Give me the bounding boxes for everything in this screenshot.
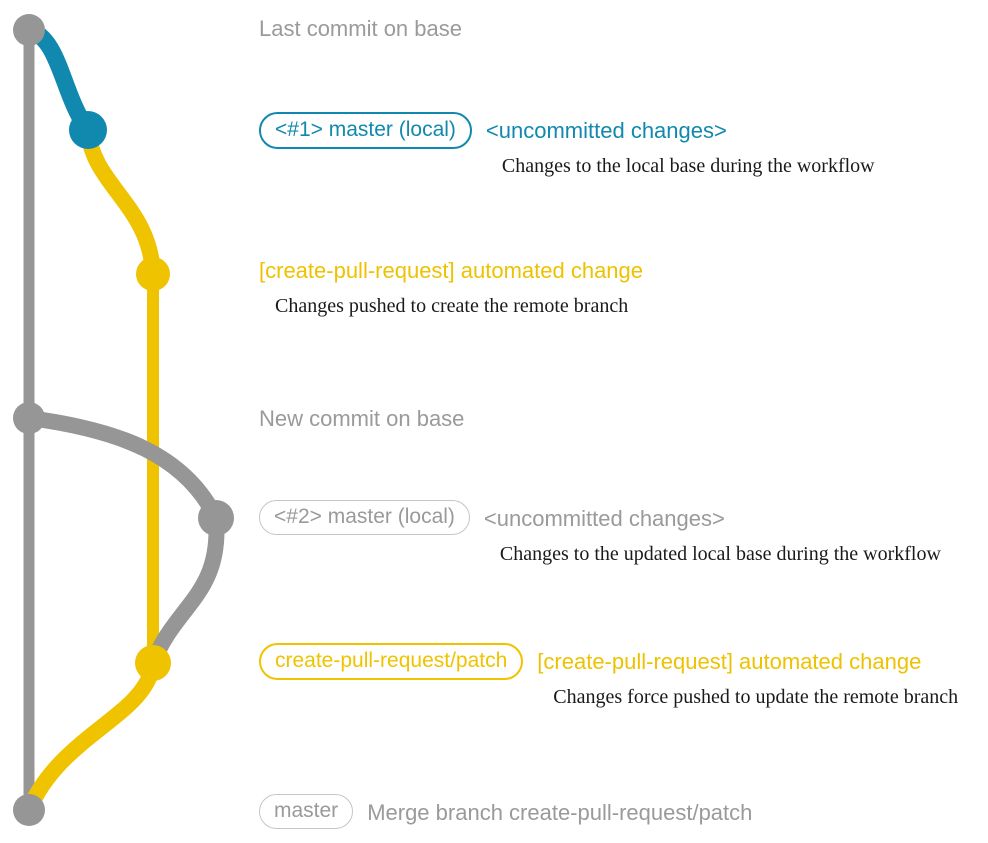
patch-branch-line-1 [80,122,161,282]
commit-row-automated-1: [create-pull-request] automated change C… [259,258,644,317]
branch-badge-master[interactable]: master [259,794,354,829]
commit-row-last-commit: Last commit on base [259,18,462,40]
commit-row-merge: master Merge branch create-pull-request/… [259,794,752,829]
commit-title-uncommitted-2: <uncommitted changes> [483,506,725,531]
commit-node-last-commit-on-base[interactable] [13,14,45,46]
commit-row-automated-2: create-pull-request/patch [create-pull-r… [259,643,958,707]
branch-badge-create-pull-request-patch[interactable]: create-pull-request/patch [259,643,524,680]
commit-row-uncommitted-2: <#2> master (local) <uncommitted changes… [259,500,941,564]
commit-description-uncommitted-2: Changes to the updated local base during… [499,543,941,565]
rebase-branch-line [21,410,224,526]
commit-description-automated-1: Changes pushed to create the remote bran… [275,295,629,317]
commit-node-uncommitted-2[interactable] [198,500,234,536]
commit-row-uncommitted-1: <#1> master (local) <uncommitted changes… [259,112,875,176]
commit-title-last-commit: Last commit on base [259,16,462,41]
commit-title-merge: Merge branch create-pull-request/patch [367,800,753,825]
commit-node-automated-change-2[interactable] [135,645,171,681]
commit-description-automated-2: Changes force pushed to update the remot… [553,686,959,708]
commit-node-automated-change-1[interactable] [136,257,170,291]
commit-row-new-commit: New commit on base [259,408,464,430]
patch-merge-line [21,655,161,818]
commit-title-automated-2: [create-pull-request] automated change [537,649,922,674]
commit-node-merge-master[interactable] [13,794,45,826]
commit-title-new-commit: New commit on base [259,406,465,431]
branch-badge-master-local-1[interactable]: <#1> master (local) [259,112,472,149]
commit-node-uncommitted-1[interactable] [69,111,107,149]
commit-title-automated-1: [create-pull-request] automated change [259,258,644,283]
commit-title-uncommitted-1: <uncommitted changes> [485,118,727,143]
rebase-merge-line [145,510,225,671]
commit-description-uncommitted-1: Changes to the local base during the wor… [501,155,875,177]
branch-badge-master-local-2[interactable]: <#2> master (local) [259,500,470,535]
commit-node-new-commit-on-base[interactable] [13,402,45,434]
